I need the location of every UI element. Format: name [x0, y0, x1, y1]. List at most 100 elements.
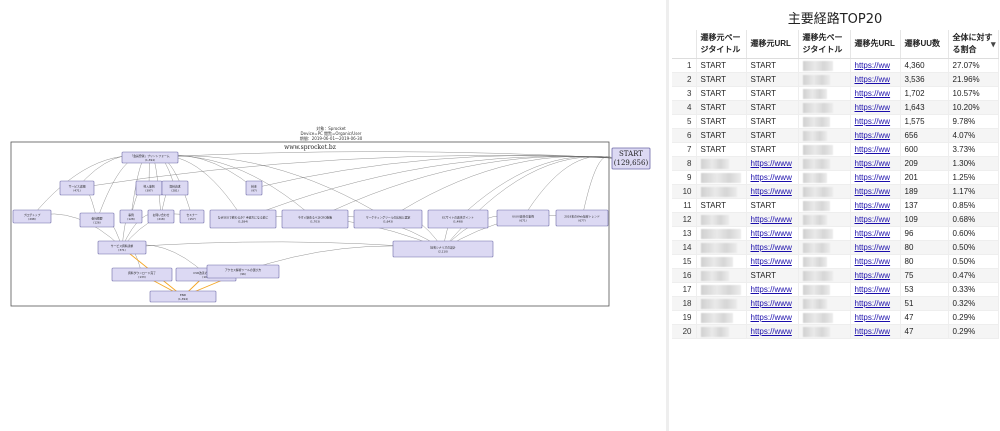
diagram-node[interactable]: 接客シナリオの設計(2,110) — [392, 240, 494, 258]
row-src-url[interactable]: START — [746, 198, 799, 213]
diagram-node[interactable]: 料金(97) — [245, 180, 263, 196]
row-src-url[interactable]: https://www — [746, 296, 799, 311]
diagram-node[interactable]: 会社概要(126) — [79, 212, 115, 228]
col-header-dst-url[interactable]: 遷移先URL — [850, 30, 901, 59]
row-dst-url[interactable]: https://ww — [850, 58, 901, 73]
node-count: (677) — [578, 219, 586, 223]
row-dst-url[interactable]: https://ww — [850, 100, 901, 115]
row-src-url[interactable]: https://www — [746, 184, 799, 199]
row-src-url[interactable]: START — [746, 268, 799, 283]
chevron-down-icon[interactable]: ▾ — [990, 39, 996, 49]
node-count: (1,643) — [383, 220, 393, 224]
row-src-url[interactable]: START — [746, 114, 799, 129]
row-src-url[interactable]: https://www — [746, 324, 799, 339]
row-index: 12 — [672, 212, 697, 227]
row-dst-url[interactable]: https://ww — [850, 324, 901, 339]
row-src-url[interactable]: https://www — [746, 310, 799, 325]
row-src-url[interactable]: https://www — [746, 240, 799, 255]
row-dst-url[interactable]: https://ww — [850, 282, 901, 297]
row-dst-url[interactable]: https://ww — [850, 310, 901, 325]
row-dst-url[interactable]: https://ww — [850, 142, 901, 157]
diagram-node[interactable]: 事例(128) — [119, 209, 143, 224]
diagram-node[interactable]: 今すぐ始めるべきCRO施策(1,703) — [281, 209, 349, 229]
diagram-node[interactable]: ブログトップ(298) — [12, 209, 52, 224]
diagram-node[interactable]: 導入事例(397) — [135, 180, 163, 196]
diagram-node[interactable]: 「会員登録」プリントフォーム(1,394) — [121, 151, 179, 164]
col-header-uu[interactable]: 遷移UU数 — [900, 30, 949, 59]
row-pct: 0.60% — [948, 226, 999, 241]
col-header-src-title[interactable]: 遷移元ページタイトル — [696, 30, 747, 59]
node-label: お問い合わせ — [153, 213, 170, 217]
diagram-node[interactable]: 資料ダウンロード完了(133) — [111, 267, 173, 282]
row-src-url[interactable]: https://www — [746, 282, 799, 297]
row-src-url[interactable]: https://www — [746, 212, 799, 227]
row-dst-title — [798, 170, 851, 185]
row-pct: 0.47% — [948, 268, 999, 283]
row-src-url[interactable]: https://www — [746, 226, 799, 241]
diagram-node[interactable]: なぜSEOで終わるか？手遅れになる前に(1,584) — [209, 209, 277, 229]
diagram-node[interactable]: 資料請求(281) — [161, 180, 189, 196]
col-header-src-url[interactable]: 遷移元URL — [746, 30, 799, 59]
row-src-url[interactable]: START — [746, 128, 799, 143]
diagram-node[interactable]: サービス資料請求(371) — [97, 240, 147, 255]
row-dst-url[interactable]: https://ww — [850, 226, 901, 241]
row-src-url[interactable]: START — [746, 100, 799, 115]
diagram-node[interactable]: ECサイトの改善ポイント(1,498) — [427, 209, 489, 229]
row-uu: 600 — [900, 142, 949, 157]
diagram-node[interactable]: アクセス解析ツールの選び方(96) — [206, 264, 280, 279]
row-dst-url[interactable]: https://ww — [850, 254, 901, 269]
row-dst-url[interactable]: https://ww — [850, 198, 901, 213]
diagram-node[interactable]: UI/UX改善の事例(671) — [496, 209, 550, 227]
row-dst-url[interactable]: https://ww — [850, 72, 901, 87]
col-header-pct[interactable]: 全体に対する割合▾ — [948, 30, 999, 59]
diagram-node[interactable]: END(1,394) — [149, 290, 217, 303]
row-dst-url[interactable]: https://ww — [850, 268, 901, 283]
row-dst-url[interactable]: https://ww — [850, 240, 901, 255]
row-dst-url[interactable]: https://ww — [850, 86, 901, 101]
row-dst-url[interactable]: https://ww — [850, 184, 901, 199]
row-dst-url[interactable]: https://ww — [850, 296, 901, 311]
diagram-node[interactable]: 2019年のWeb接客トレンド(677) — [555, 209, 609, 227]
diagram-header-line1: 対象：Sprocket — [316, 125, 346, 131]
row-dst-url[interactable]: https://ww — [850, 114, 901, 129]
diagram-node[interactable]: お問い合わせ(218) — [147, 209, 175, 224]
start-node[interactable]: START (129,656) — [611, 147, 651, 170]
row-src-url[interactable]: START — [746, 58, 799, 73]
redacted-text — [802, 172, 827, 183]
row-src-url[interactable]: https://www — [746, 156, 799, 171]
diagram-node[interactable]: セミナー(157) — [179, 209, 205, 224]
row-dst-url[interactable]: https://ww — [850, 212, 901, 227]
row-src-url[interactable]: START — [746, 86, 799, 101]
row-dst-url[interactable]: https://ww — [850, 170, 901, 185]
col-header-dst-title[interactable]: 遷移先ページタイトル — [798, 30, 851, 59]
row-dst-url[interactable]: https://ww — [850, 156, 901, 171]
row-dst-url[interactable]: https://ww — [850, 128, 901, 143]
row-src-url[interactable]: https://www — [746, 170, 799, 185]
row-src-url[interactable]: START — [746, 72, 799, 87]
row-src-url[interactable]: https://www — [746, 254, 799, 269]
row-index: 4 — [672, 100, 697, 115]
row-src-url[interactable]: START — [746, 142, 799, 157]
diagram-node[interactable]: サービス詳細(471) — [59, 180, 95, 196]
diagram-node[interactable]: マーケティングツールの比較と選定(1,643) — [353, 209, 423, 229]
